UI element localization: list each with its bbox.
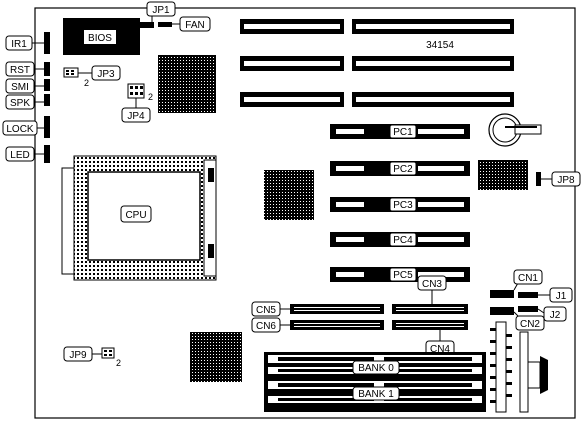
lock-connector: LOCK <box>2 120 44 136</box>
j1-connector: J1 <box>518 287 573 303</box>
cn3-connector: CN3 <box>417 275 447 304</box>
pci-slot-5: PC5 <box>330 267 470 282</box>
bank-0-tag <box>352 360 400 375</box>
cn5-connector: CN5 <box>251 301 290 317</box>
ide-headers <box>290 304 468 330</box>
cpu-socket: CPU <box>61 155 217 281</box>
ir1-label: IR1 <box>11 39 27 50</box>
rear-io-connectors <box>490 321 548 413</box>
front-panel-headers <box>44 32 50 163</box>
cn6-connector: CN6 <box>251 317 290 333</box>
cn4-connector: CN4 <box>425 330 455 356</box>
bank-0-label: BANK 0 <box>358 363 394 374</box>
bios-label: BIOS <box>88 33 112 44</box>
cn3-label: CN3 <box>422 279 442 290</box>
pci-slot-1: PC1 <box>330 124 470 139</box>
jp1-label: JP1 <box>152 5 170 16</box>
pci-slot-3-label: PC3 <box>393 200 413 211</box>
rst-connector: RST <box>5 61 44 77</box>
cn6-label: CN6 <box>256 321 276 332</box>
cn1-connector: CN1 <box>490 269 543 298</box>
jp4-pin-mark: 2 <box>148 92 153 102</box>
board-id: 34154 <box>426 40 454 51</box>
cn2-label: CN2 <box>520 319 540 330</box>
jp8-jumper: JP8 <box>536 171 581 187</box>
jp3-pin-mark: 2 <box>84 78 89 88</box>
cn1-label: CN1 <box>518 273 538 284</box>
memory-banks: BANK 0 BANK 1 <box>264 352 486 412</box>
pci-slots: PC1 PC2 PC3 PC4 PC5 <box>330 124 470 282</box>
jp4-label: JP4 <box>127 111 145 122</box>
led-connector: LED <box>5 146 44 162</box>
jp3-label: JP3 <box>97 69 115 80</box>
cn5-label: CN5 <box>256 305 276 316</box>
spk-connector: SPK <box>5 94 44 110</box>
cn2-connector: CN2 <box>490 307 545 331</box>
smi-label: SMI <box>11 82 29 93</box>
cn4-label: CN4 <box>430 344 450 355</box>
chipset-chip-2 <box>264 170 314 220</box>
board-outline <box>34 7 576 419</box>
battery <box>488 113 542 147</box>
jp3-jumper: JP3 2 <box>63 65 121 88</box>
fan-label: FAN <box>185 20 204 31</box>
led-label: LED <box>10 150 29 161</box>
pci-slot-2-label: PC2 <box>393 164 413 175</box>
bank-1-tag <box>352 386 400 401</box>
isa-slots <box>240 19 514 107</box>
fan-connector: FAN <box>158 16 211 32</box>
pci-slot-5-label: PC5 <box>393 270 413 281</box>
pci-slot-1-label: PC1 <box>393 127 413 138</box>
pci-slot-4: PC4 <box>330 232 470 247</box>
jp9-pin-mark: 2 <box>116 358 121 368</box>
lock-label: LOCK <box>6 124 34 135</box>
rst-label: RST <box>10 65 30 76</box>
j1-label: J1 <box>556 291 567 302</box>
jp9-jumper: JP9 2 <box>63 346 121 368</box>
bios-chip: BIOS <box>63 18 140 55</box>
j2-connector: J2 <box>518 306 567 322</box>
jp8-label: JP8 <box>557 175 575 186</box>
cpu-label: CPU <box>125 210 146 221</box>
pci-slot-4-label: PC4 <box>393 235 413 246</box>
ir1-connector: IR1 <box>5 35 44 51</box>
chipset-chip-1 <box>158 55 216 113</box>
spk-label: SPK <box>10 98 30 109</box>
jp1-jumper: JP1 <box>140 1 176 28</box>
bank-1-label: BANK 1 <box>358 389 394 400</box>
jp4-jumper: 2 JP4 <box>121 83 153 123</box>
chipset-chip-4 <box>190 332 242 382</box>
jp9-label: JP9 <box>69 350 87 361</box>
chipset-chip-3 <box>478 160 528 190</box>
pci-slot-2: PC2 <box>330 161 470 176</box>
pci-slot-3: PC3 <box>330 197 470 212</box>
j2-label: J2 <box>550 310 561 321</box>
smi-connector: SMI <box>5 78 44 94</box>
